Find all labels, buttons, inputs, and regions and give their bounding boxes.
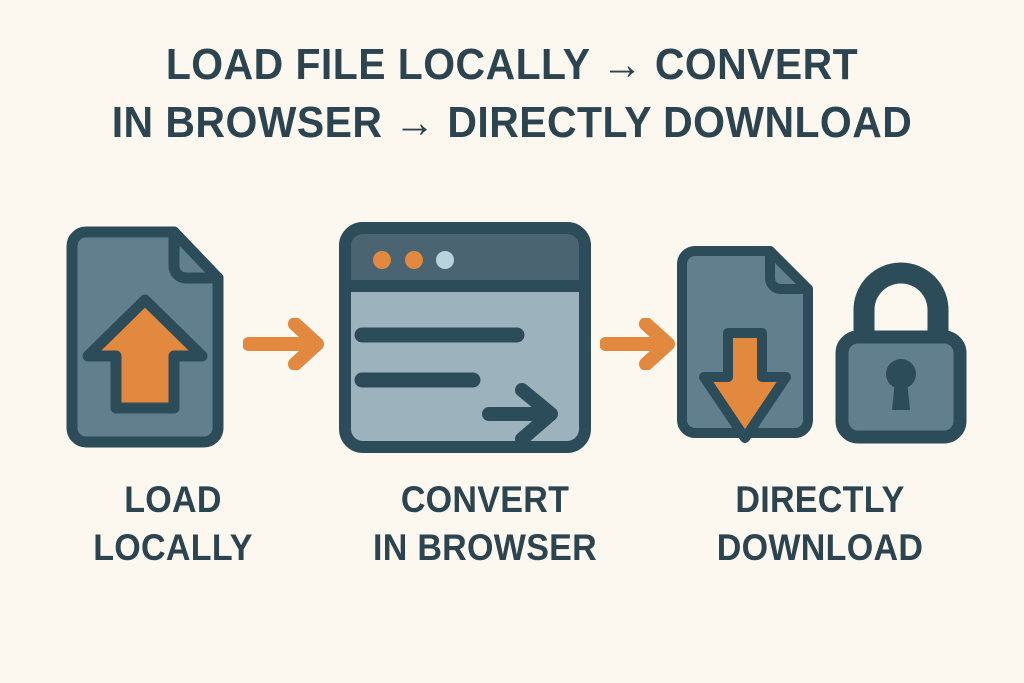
file-upload-icon — [66, 226, 224, 448]
step-1-artwork — [50, 222, 240, 452]
padlock-shackle — [853, 262, 949, 343]
step-2-artwork — [337, 220, 593, 455]
inner-arrow-head — [515, 383, 558, 446]
connector-arrow-2 — [599, 317, 680, 371]
caption-2-line-2: IN BROWSER — [372, 527, 598, 568]
caption-load-locally: LOAD LOCALLY — [40, 476, 307, 572]
caption-1-line-2: LOCALLY — [93, 527, 253, 568]
download-arrow-shape — [699, 328, 791, 443]
arrow-head — [288, 317, 324, 371]
file-folded-corner — [168, 226, 224, 284]
window-dot-2 — [405, 251, 423, 269]
diagram-title-line-2: IN BROWSER → DIRECTLY DOWNLOAD — [111, 98, 913, 147]
arrow-head — [639, 317, 675, 371]
arrow-right-icon — [242, 317, 324, 371]
caption-2-line-1: CONVERT — [400, 479, 570, 520]
upload-arrow-glyph — [82, 294, 208, 414]
captions-row: LOAD LOCALLY CONVERT IN BROWSER DIRECTLY… — [0, 476, 1024, 586]
browser-window-icon — [339, 222, 591, 453]
browser-titlebar — [339, 222, 591, 292]
padlock-keyhole-stem — [892, 380, 910, 410]
caption-3-line-1: DIRECTLY — [735, 479, 905, 520]
diagram-title: LOAD FILE LOCALLY → CONVERT IN BROWSER →… — [36, 36, 988, 152]
caption-3-line-2: DOWNLOAD — [716, 527, 924, 568]
steps-row — [0, 210, 1024, 470]
caption-directly-download: DIRECTLY DOWNLOAD — [673, 476, 967, 572]
file-download-lock-icon — [677, 246, 967, 444]
caption-1-line-1: LOAD — [124, 479, 222, 520]
connector-arrow-1 — [242, 317, 328, 371]
file-folded-corner — [765, 246, 813, 294]
window-dot-1 — [373, 251, 391, 269]
window-dot-3 — [436, 251, 454, 269]
padlock-keyhole-circle — [886, 359, 916, 389]
diagram-title-line-1: LOAD FILE LOCALLY → CONVERT — [165, 40, 859, 89]
arrow-right-icon — [599, 317, 675, 371]
step-3-artwork — [668, 238, 968, 453]
caption-convert-in-browser: CONVERT IN BROWSER — [352, 476, 619, 572]
